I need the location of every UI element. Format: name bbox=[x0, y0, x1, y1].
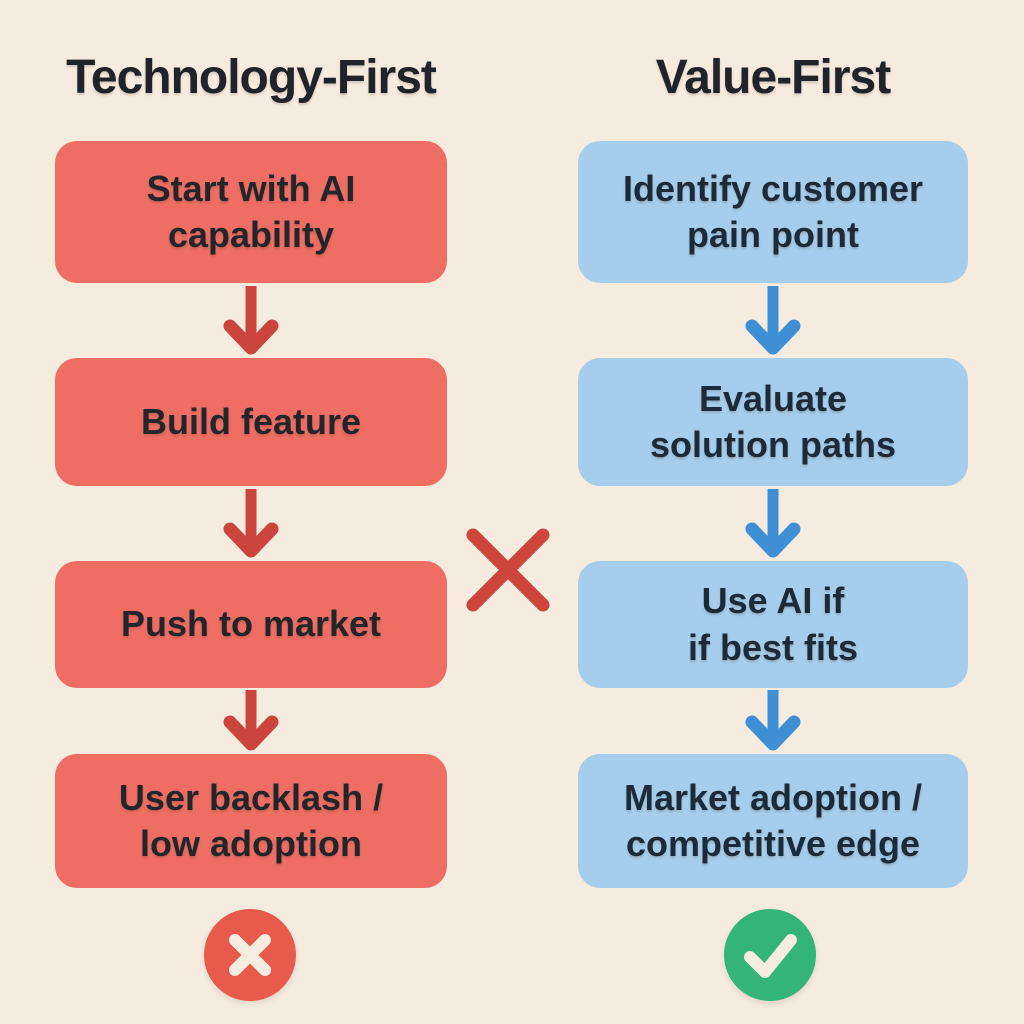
down-arrow-icon bbox=[578, 487, 968, 559]
rejected-cross-icon bbox=[458, 520, 558, 625]
column-title-value-first: Value-First bbox=[655, 50, 891, 104]
step-box-build-feature: Build feature bbox=[55, 358, 447, 486]
step-text: solution paths bbox=[650, 424, 896, 465]
step-box-evaluate-solutions: Evaluate solution paths bbox=[578, 358, 968, 486]
column-title-technology-first: Technology-First bbox=[66, 50, 437, 104]
check-badge bbox=[724, 909, 816, 1001]
step-text: Use AI if bbox=[701, 580, 845, 622]
down-arrow-icon bbox=[55, 487, 447, 559]
down-arrow-icon bbox=[55, 687, 447, 753]
step-text: Evaluate bbox=[698, 377, 848, 419]
step-box-push-to-market: Push to market bbox=[55, 561, 447, 688]
cross-badge bbox=[204, 909, 296, 1001]
step-text: Start with AI bbox=[146, 167, 356, 209]
step-text: pain point bbox=[687, 214, 859, 255]
step-text: User backlash / bbox=[118, 776, 384, 818]
down-arrow-icon bbox=[578, 687, 968, 753]
step-box-start-with-ai: Start with AI capability bbox=[55, 141, 447, 283]
step-text: capability bbox=[167, 214, 335, 255]
step-box-market-adoption: Market adoption / competitive edge bbox=[578, 754, 968, 888]
step-text: low adoption bbox=[140, 823, 362, 864]
step-text: if best fits bbox=[687, 626, 858, 668]
step-box-user-backlash: User backlash / low adoption bbox=[55, 754, 447, 888]
down-arrow-icon bbox=[55, 284, 447, 356]
step-text: Market adoption / bbox=[623, 776, 923, 818]
step-box-identify-pain-point: Identify customer pain point bbox=[578, 141, 968, 283]
check-icon bbox=[744, 934, 797, 978]
step-text: competitive edge bbox=[625, 823, 921, 864]
down-arrow-icon bbox=[578, 284, 968, 356]
step-box-use-ai-if-fits: Use AI if if best fits bbox=[578, 561, 968, 688]
step-text: Push to market bbox=[120, 603, 382, 645]
cross-icon bbox=[229, 934, 271, 976]
step-text: Build feature bbox=[140, 400, 362, 442]
step-text: Identify customer bbox=[622, 167, 924, 209]
